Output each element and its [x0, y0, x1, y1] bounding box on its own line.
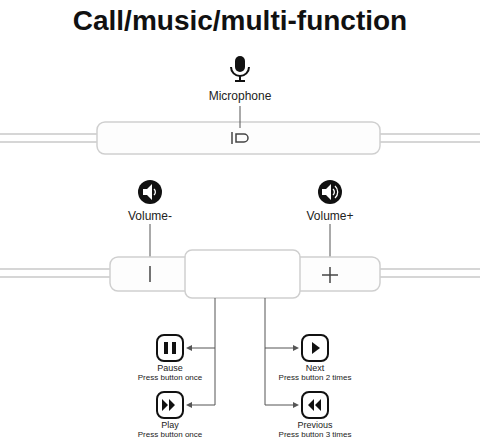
remote-module	[97, 122, 380, 154]
next-icon	[302, 335, 328, 361]
minus-symbol	[149, 266, 151, 282]
center-button	[185, 250, 300, 298]
leader-line	[240, 106, 241, 128]
function-label: Pause	[157, 364, 183, 374]
mic-hole-symbol	[232, 132, 248, 144]
diagram-title: Call/music/multi-function	[73, 6, 407, 37]
instruction-label: Press button once	[138, 431, 202, 440]
plus-symbol	[322, 267, 338, 283]
volume-down-icon	[138, 180, 162, 204]
microphone-icon	[231, 56, 249, 81]
instruction-label: Press button 2 times	[279, 374, 352, 383]
play-icon	[157, 392, 183, 418]
part-label: Microphone	[209, 90, 272, 103]
function-label: Previous	[297, 421, 332, 431]
function-label: Play	[161, 421, 179, 431]
function-label: Next	[306, 364, 325, 374]
part-label: Volume+	[306, 210, 353, 223]
instruction-label: Press button 3 times	[279, 431, 352, 440]
volume-up-icon	[318, 180, 342, 204]
instruction-label: Press button once	[138, 374, 202, 383]
pause-icon	[157, 335, 183, 361]
previous-icon	[302, 392, 328, 418]
part-label: Volume-	[128, 210, 172, 223]
leader-line	[190, 298, 295, 405]
